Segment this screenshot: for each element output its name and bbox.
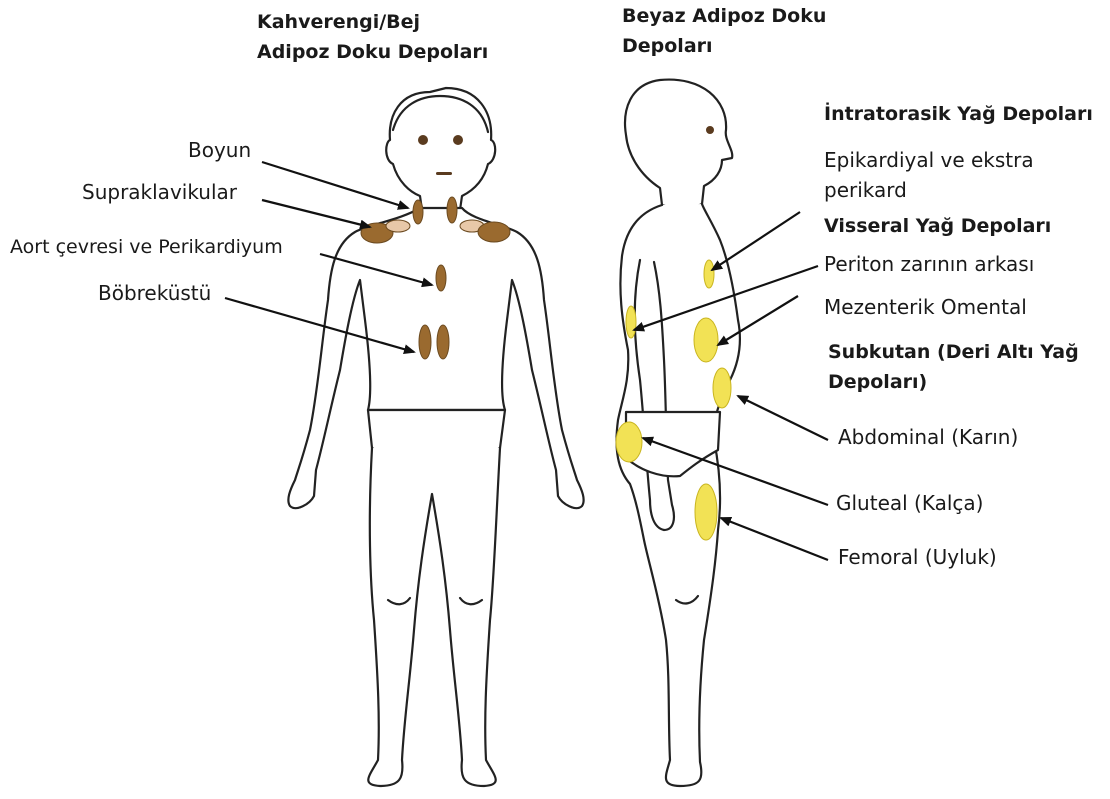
gluteal-depot — [616, 422, 642, 462]
label-abdominal: Abdominal (Karın) — [838, 423, 1018, 451]
arrow-abdominal — [738, 396, 828, 440]
neck-depot-right — [447, 197, 457, 223]
supraclavicular-depot-left-inner — [386, 220, 410, 232]
aortic-depot — [436, 265, 446, 291]
retroperitoneal-depot — [626, 306, 636, 338]
side-face — [706, 126, 714, 134]
label-neck: Boyun — [188, 136, 251, 164]
arrow-neck — [262, 162, 408, 208]
subcutaneous-heading-line2: Depoları) — [828, 368, 927, 396]
white-title-line1: Beyaz Adipoz Doku — [622, 2, 826, 30]
intrathoracic-heading: İntratorasik Yağ Depoları — [824, 100, 1093, 128]
arrow-epicardial — [712, 212, 800, 270]
label-retroperitoneal: Periton zarının arkası — [824, 250, 1034, 278]
supraclavicular-depot-right-outer — [478, 222, 510, 242]
femoral-depot — [695, 484, 717, 540]
front-legs — [368, 448, 500, 786]
white-title-line2: Depoları — [622, 32, 713, 60]
label-mesenteric: Mezenterik Omental — [824, 293, 1027, 321]
label-epicardial-line2: perikard — [824, 176, 907, 204]
neck-depot-left — [413, 200, 423, 224]
brown-title-line1: Kahverengi/Bej — [257, 8, 420, 36]
epicardial-depot — [704, 260, 714, 288]
arrow-supraclavicular — [262, 200, 370, 227]
visceral-heading: Visseral Yağ Depoları — [824, 212, 1051, 240]
label-aortic: Aort çevresi ve Perikardiyum — [10, 233, 283, 261]
adrenal-depot-left — [419, 325, 431, 359]
label-supraclavicular: Supraklavikular — [82, 178, 237, 206]
arrow-femoral — [721, 518, 828, 560]
mesenteric-depot — [694, 318, 718, 362]
side-head — [625, 80, 732, 209]
brown-title-line2: Adipoz Doku Depoları — [257, 38, 488, 66]
front-head — [386, 88, 495, 210]
label-gluteal: Gluteal (Kalça) — [836, 489, 983, 517]
abdominal-depot — [713, 368, 731, 408]
adrenal-depot-right — [437, 325, 449, 359]
label-epicardial-line1: Epikardiyal ve ekstra — [824, 146, 1034, 174]
subcutaneous-heading-line1: Subkutan (Deri Altı Yağ — [828, 338, 1079, 366]
label-femoral: Femoral (Uyluk) — [838, 543, 997, 571]
label-adrenal: Böbreküstü — [98, 279, 211, 307]
front-body-figure — [288, 88, 583, 786]
